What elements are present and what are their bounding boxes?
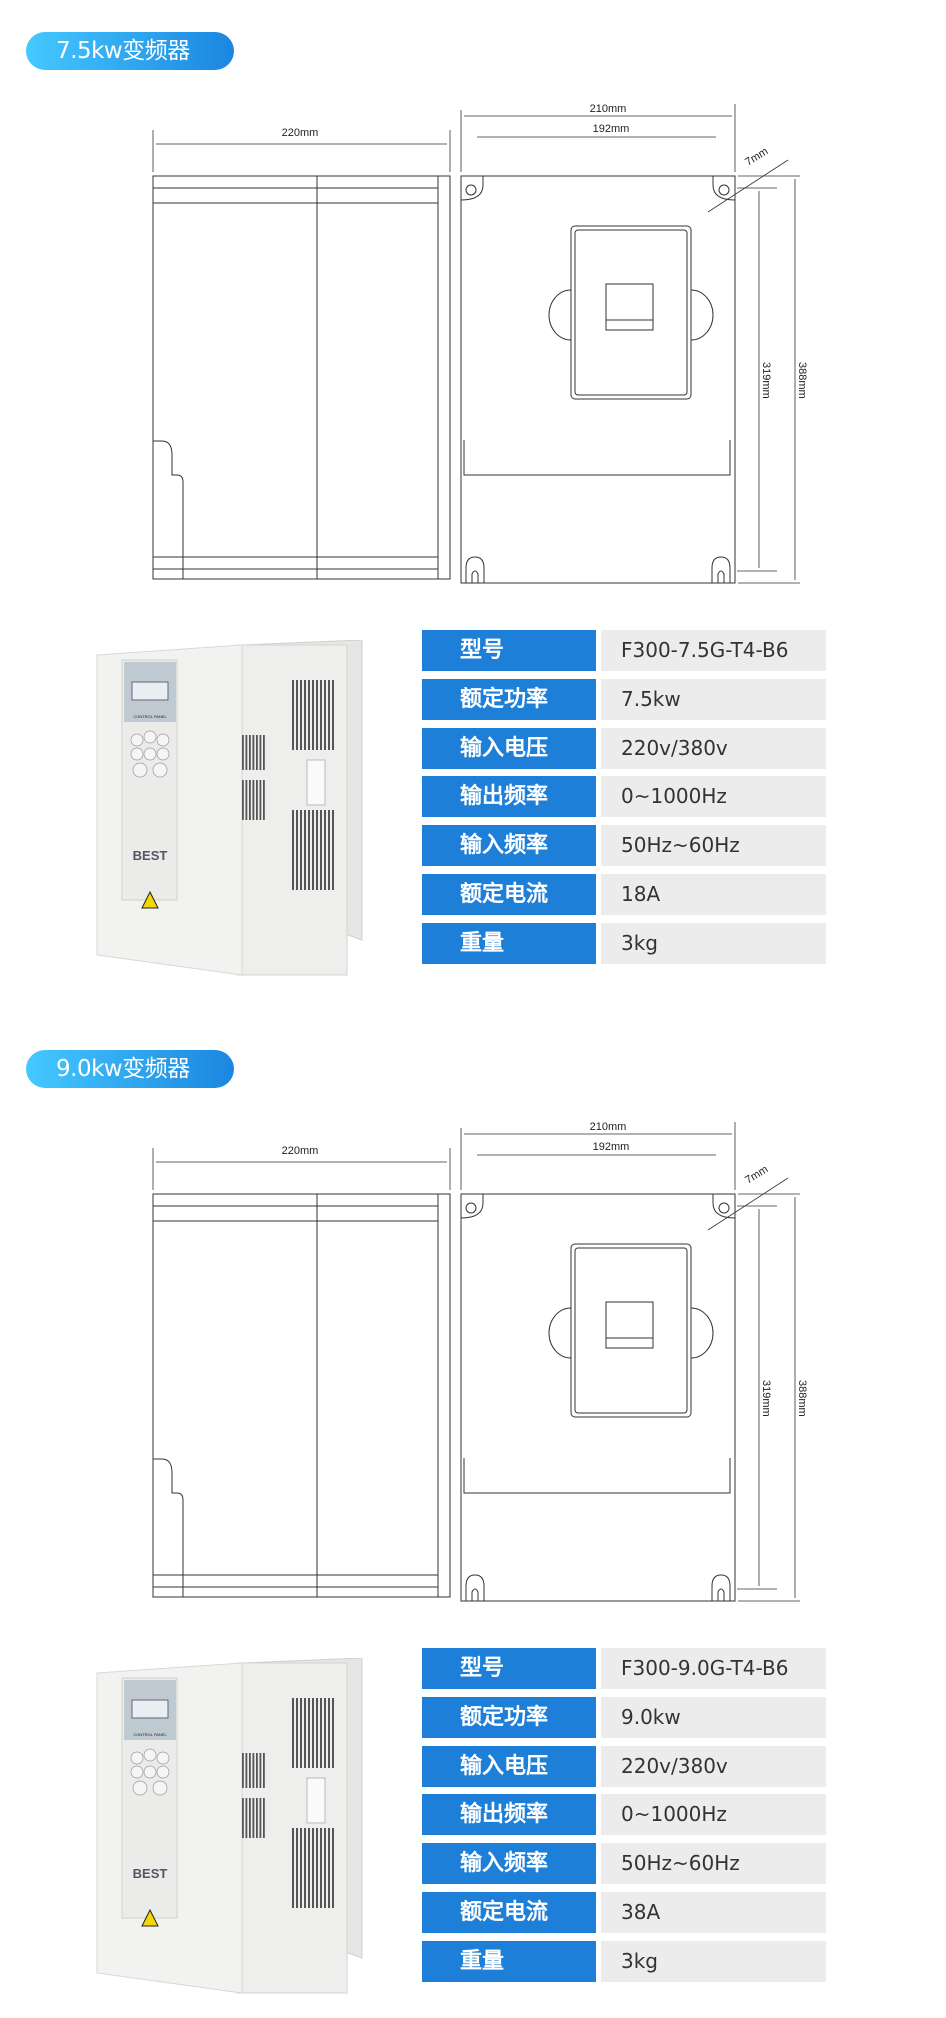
front-width-label: 210mm: [590, 103, 627, 115]
spec-row: 输入频率 50Hz~60Hz: [422, 825, 826, 867]
panel-label: CONTROL PANEL: [133, 714, 167, 719]
spec-label: 型号: [422, 630, 596, 671]
keypad: [130, 1748, 170, 1796]
keypad: [130, 730, 170, 778]
spec-value: 220v/380v: [601, 1745, 826, 1787]
brand-logo: BEST: [133, 1866, 168, 1881]
dimension-lines: [152, 1122, 800, 1602]
product-photo: CONTROL PANEL BEST: [96, 640, 363, 976]
spec-row: 额定功率 9.0kw: [422, 1696, 826, 1738]
spec-label: 输入电压: [422, 1745, 596, 1787]
spec-row: 重量 3kg: [422, 1940, 826, 1982]
total-height-label: 388mm: [796, 362, 808, 399]
spec-value: 50Hz~60Hz: [601, 825, 826, 867]
hole-height-label: 319mm: [760, 362, 772, 399]
warning-icon: [141, 1908, 159, 1927]
total-height-label: 388mm: [796, 1380, 808, 1417]
product-photo: CONTROL PANEL BEST: [96, 1658, 363, 1994]
spec-label: 额定功率: [422, 1696, 596, 1738]
spec-value: 38A: [601, 1892, 826, 1933]
spec-row: 型号 F300-7.5G-T4-B6: [422, 630, 826, 671]
spec-label: 输入电压: [422, 727, 596, 769]
spec-row: 输入频率 50Hz~60Hz: [422, 1843, 826, 1885]
vents: [242, 680, 334, 890]
hole-height-label: 319mm: [760, 1380, 772, 1417]
brand-logo: BEST: [133, 848, 168, 863]
spec-row: 输入电压 220v/380v: [422, 727, 826, 769]
hole-diameter-label: 7mm: [743, 1163, 770, 1186]
section-title: 7.5kw变频器: [26, 32, 234, 70]
spec-value: 7.5kw: [601, 678, 826, 720]
spec-value: F300-7.5G-T4-B6: [601, 630, 826, 671]
front-view: [460, 1193, 736, 1602]
spec-row: 额定电流 18A: [422, 874, 826, 915]
spec-label: 型号: [422, 1648, 596, 1689]
spec-row: 额定功率 7.5kw: [422, 678, 826, 720]
spec-label: 输入频率: [422, 825, 596, 867]
spec-value: 0~1000Hz: [601, 1794, 826, 1836]
spec-value: F300-9.0G-T4-B6: [601, 1648, 826, 1689]
hole-spacing-label: 192mm: [593, 123, 630, 135]
spec-label: 额定功率: [422, 678, 596, 720]
product-section: 9.0kw变频器: [0, 1018, 946, 2018]
spec-value: 18A: [601, 874, 826, 915]
spec-row: 输入电压 220v/380v: [422, 1745, 826, 1787]
dimension-lines: [152, 104, 800, 584]
spec-label: 输出频率: [422, 1794, 596, 1836]
spec-value: 0~1000Hz: [601, 776, 826, 818]
spec-row: 输出频率 0~1000Hz: [422, 776, 826, 818]
side-view: [152, 175, 451, 580]
spec-label: 重量: [422, 922, 596, 964]
spec-label: 重量: [422, 1940, 596, 1982]
front-width-label: 210mm: [590, 1121, 627, 1133]
spec-value: 3kg: [601, 1940, 826, 1982]
side-view: [152, 1193, 451, 1598]
side-width-label: 220mm: [282, 127, 319, 139]
spec-value: 220v/380v: [601, 727, 826, 769]
spec-row: 型号 F300-9.0G-T4-B6: [422, 1648, 826, 1689]
side-width-label: 220mm: [282, 1145, 319, 1157]
spec-value: 50Hz~60Hz: [601, 1843, 826, 1885]
spec-label: 输出频率: [422, 776, 596, 818]
spec-label: 输入频率: [422, 1843, 596, 1885]
rating-label: [306, 759, 326, 806]
product-section: 7.5kw变频器: [0, 0, 946, 1000]
spec-row: 重量 3kg: [422, 922, 826, 964]
front-view: [460, 175, 736, 584]
spec-label: 额定电流: [422, 1892, 596, 1933]
spec-row: 额定电流 38A: [422, 1892, 826, 1933]
hole-diameter-label: 7mm: [743, 145, 770, 168]
section-title: 9.0kw变频器: [26, 1050, 234, 1088]
warning-icon: [141, 890, 159, 909]
rating-label: [306, 1777, 326, 1824]
panel-label: CONTROL PANEL: [133, 1732, 167, 1737]
spec-row: 输出频率 0~1000Hz: [422, 1794, 826, 1836]
dimension-drawing: 220mm 210mm 192mm 7mm 319mm 388mm: [152, 1121, 808, 1602]
spec-value: 3kg: [601, 922, 826, 964]
spec-label: 额定电流: [422, 874, 596, 915]
spec-value: 9.0kw: [601, 1696, 826, 1738]
hole-spacing-label: 192mm: [593, 1141, 630, 1153]
vents: [242, 1698, 334, 1908]
dimension-drawing: 220mm 210mm 192mm 7mm 319mm 388mm: [152, 103, 808, 584]
